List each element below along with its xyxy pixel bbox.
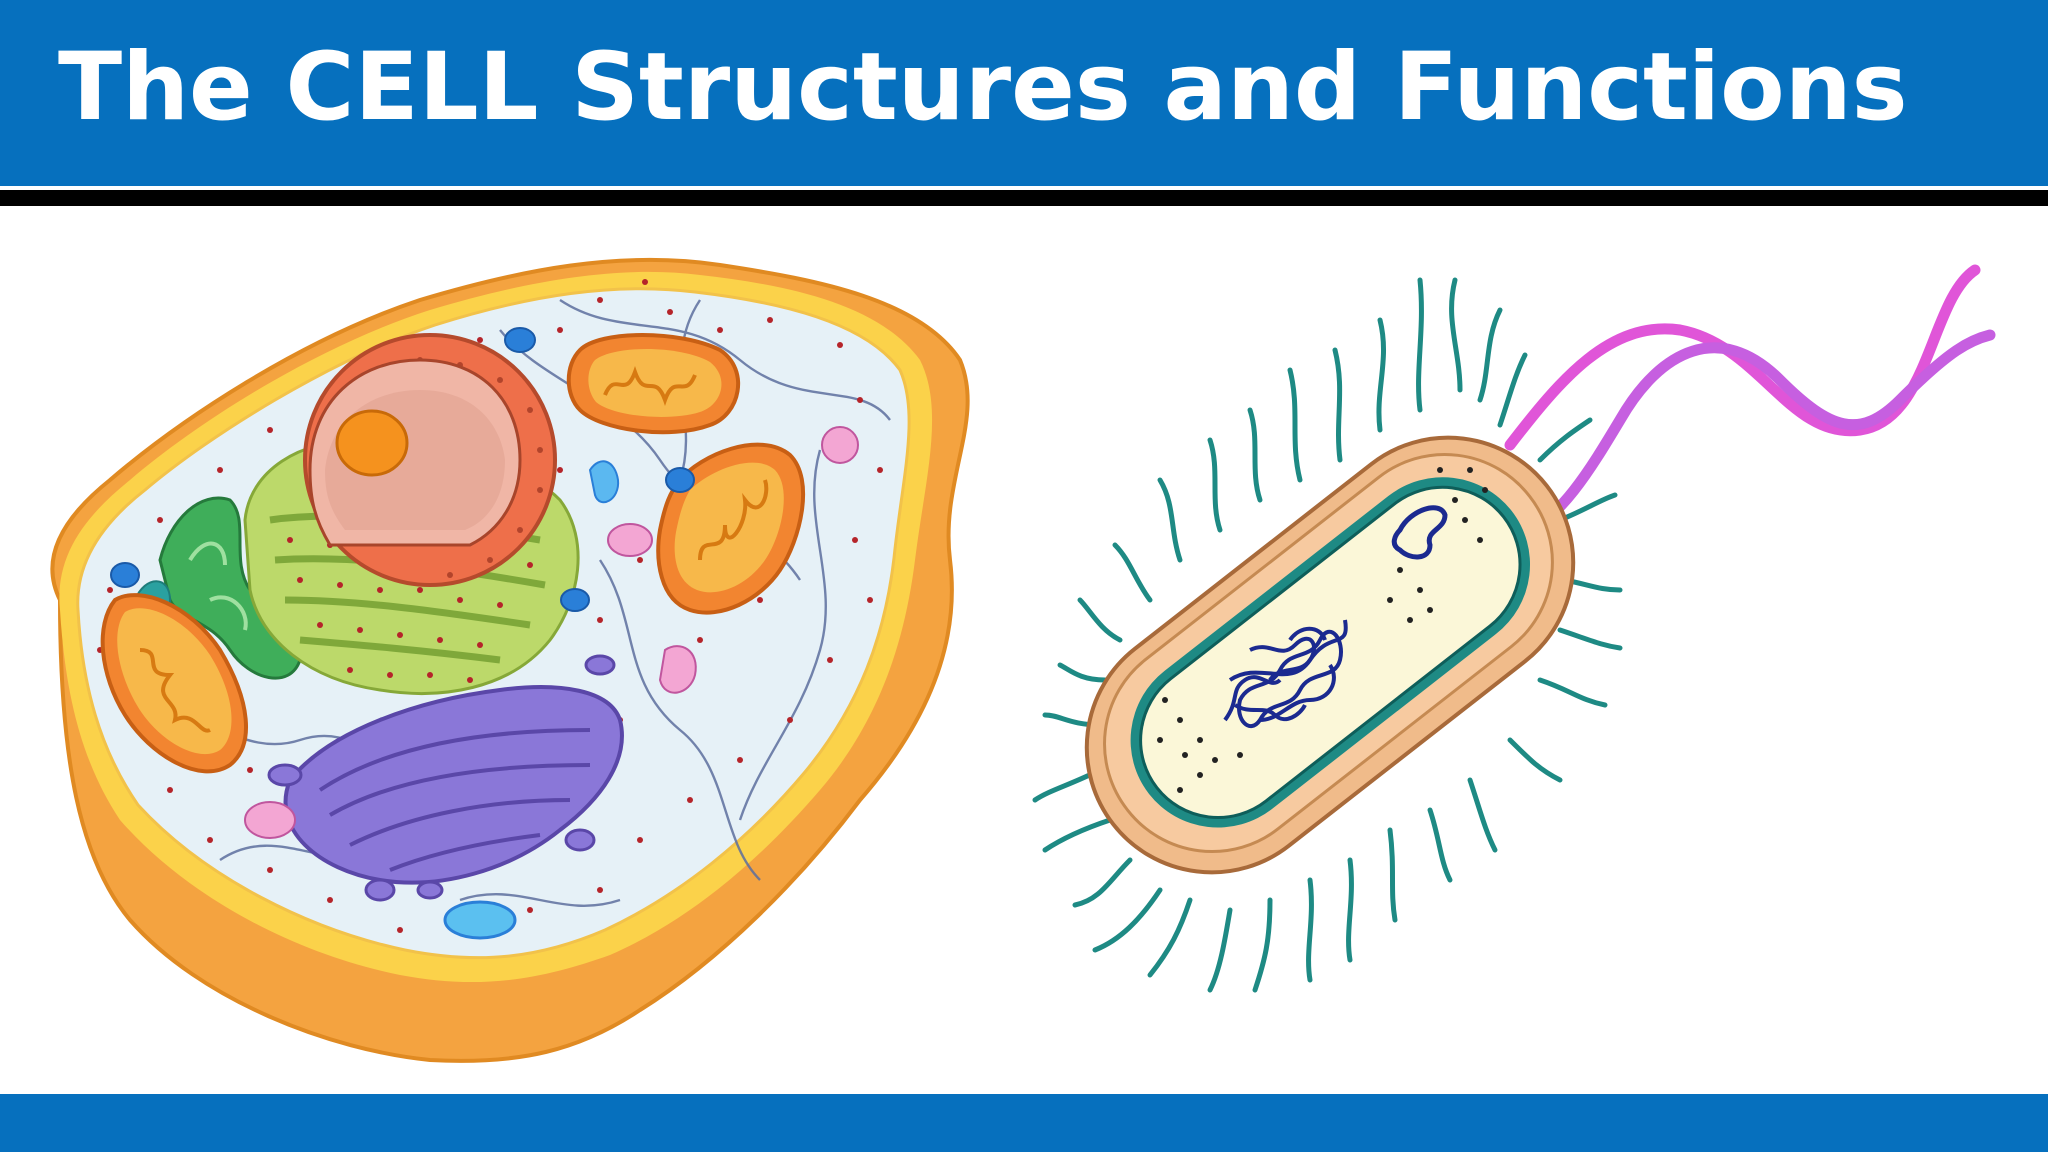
nucleus: [303, 333, 557, 587]
title-bar: The CELL Structures and Functions: [0, 0, 2048, 186]
nucleoid-dna: [1223, 619, 1348, 729]
vesicles: [110, 327, 859, 940]
header-divider-line: [0, 190, 2048, 206]
header-divider-gap: [0, 186, 2048, 190]
bacterial-ribosomes: [1157, 467, 1488, 793]
slide-title: The CELL Structures and Functions: [58, 33, 1908, 142]
footer-bar: [0, 1094, 2048, 1152]
plasmid: [1391, 505, 1448, 560]
animal-cell-illustration: [50, 257, 970, 1063]
flagellum: [1504, 264, 1996, 541]
golgi-apparatus: [267, 654, 624, 902]
mitochondrion-right: [656, 442, 805, 615]
bacterial-cytoplasm: [1139, 485, 1522, 820]
mitochondrion-left: [100, 593, 248, 774]
bacterial-cell-illustration: [1032, 264, 1996, 993]
pili: [1032, 277, 1623, 993]
mitochondrion-top: [566, 333, 740, 435]
illustration-area: [50, 257, 1996, 1063]
